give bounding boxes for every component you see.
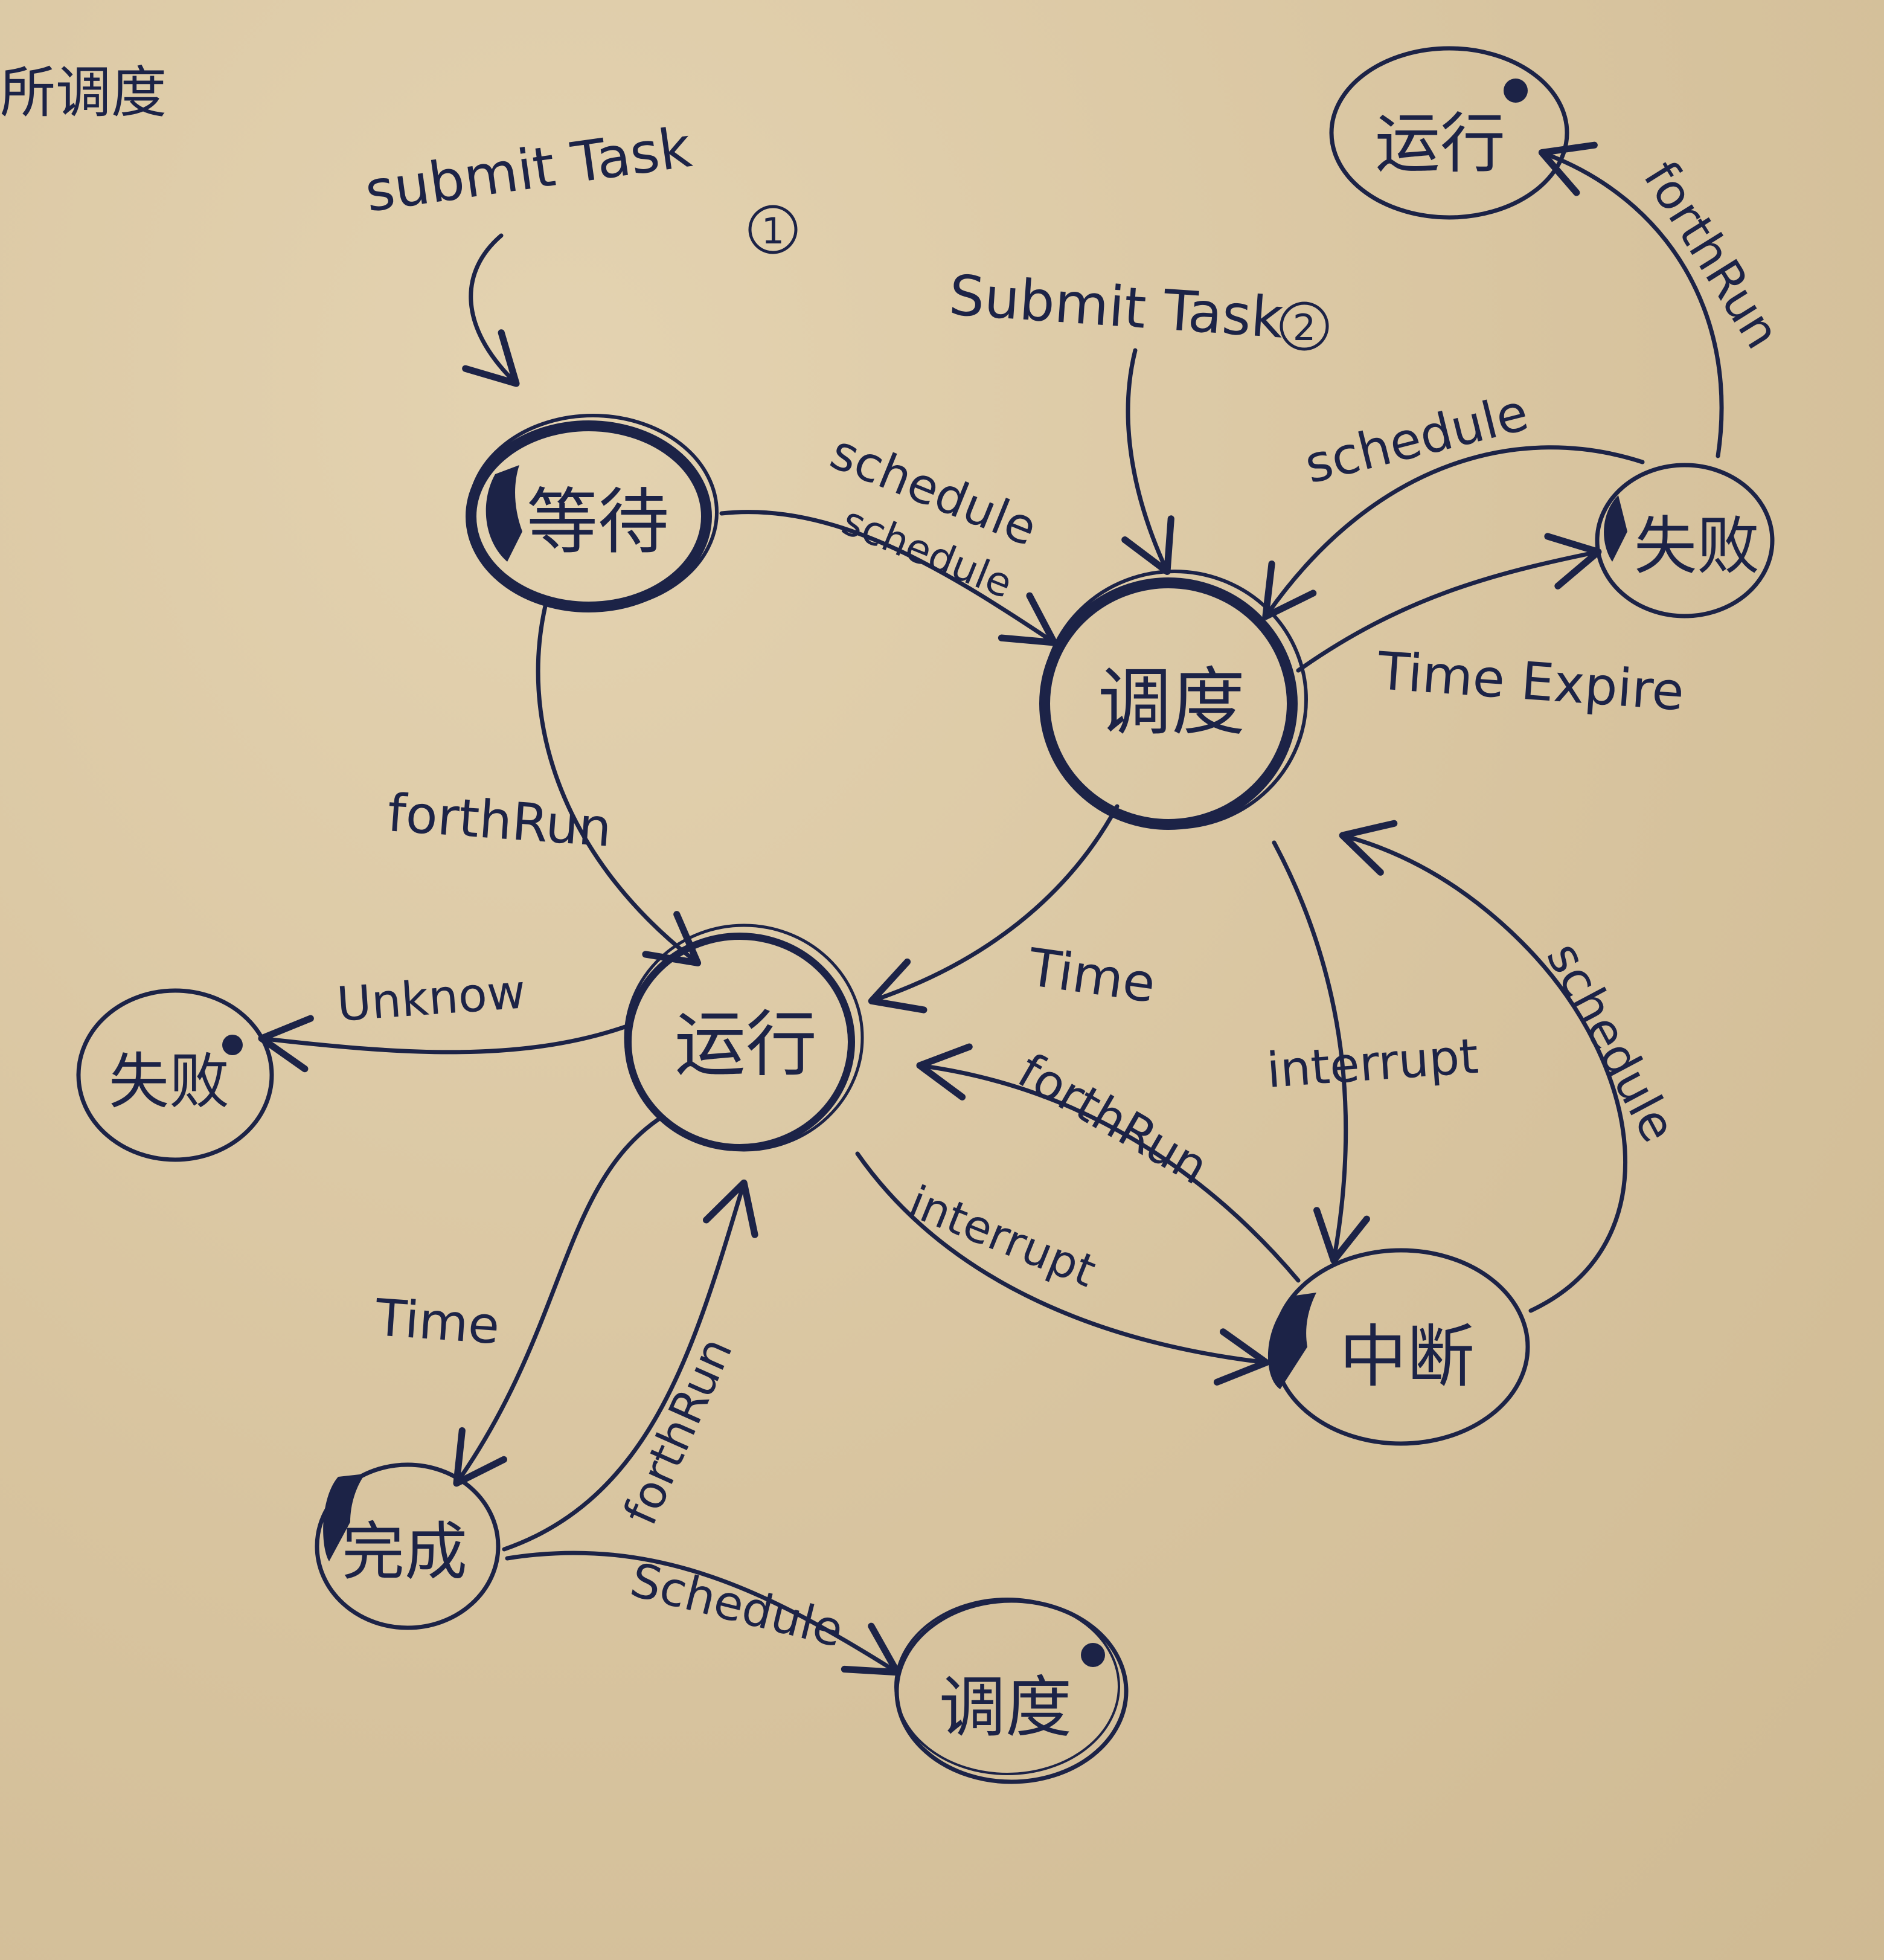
node-run-label: 运行: [674, 1003, 817, 1086]
node-run-top-terminal-dot: [1504, 79, 1528, 103]
edge-wait-run: [536, 599, 702, 966]
node-interrupt: 中断: [1267, 1248, 1530, 1446]
edge-complete-schedulebottom: [505, 1550, 901, 1676]
node-wait-fill-mark: [485, 465, 522, 562]
node-fail-top-label: 失败: [1634, 509, 1760, 583]
edge-submit2-schedule: [1121, 348, 1174, 575]
label-complete-run: forthRun: [613, 1329, 743, 1532]
node-complete-fill-mark: [323, 1474, 365, 1561]
node-run-top-label: 运行: [1375, 106, 1505, 182]
label-submit2: Submit Task: [947, 263, 1286, 350]
node-fail-left-terminal-dot: [222, 1035, 243, 1055]
label-submit1-number: 1: [761, 210, 784, 252]
edge-run-complete: [453, 1115, 664, 1487]
label-submit1-number-badge: 1: [748, 205, 798, 254]
edge-failtop-runtop: [1538, 141, 1724, 458]
label-submit2-number-badge: 2: [1280, 301, 1329, 351]
label-submit1: submit Task: [361, 115, 696, 225]
node-interrupt-fill-mark: [1267, 1293, 1316, 1389]
label-submit2-number: 2: [1293, 307, 1316, 349]
edge-complete-run: [502, 1179, 758, 1552]
corner-note: 所调度: [0, 60, 167, 125]
edge-schedule-interrupt: [1272, 840, 1370, 1264]
edge-schedule-run: [868, 804, 1120, 1014]
node-fail-left-label: 失败: [109, 1046, 229, 1117]
node-fail-top: 失败: [1595, 463, 1775, 619]
node-schedule-bottom-label: 调度: [939, 1669, 1072, 1746]
label-interrupt-run: forthRun: [1009, 1043, 1218, 1195]
edge-run-failleft: [258, 1015, 627, 1073]
node-schedule: 调度: [1039, 570, 1308, 830]
edge-wait-schedule: [719, 510, 1058, 646]
label-wait-run: forthRun: [386, 783, 614, 859]
edge-interrupt-run: [916, 1043, 1301, 1283]
label-schedule-run: Time: [1024, 937, 1159, 1015]
node-schedule-label: 调度: [1098, 660, 1245, 745]
node-schedule-bottom: 调度: [894, 1598, 1129, 1784]
edge-interrupt-schedule: [1339, 820, 1628, 1313]
node-interrupt-label: 中断: [1339, 1318, 1475, 1396]
edge-submit1-wait: [462, 233, 520, 387]
edge-run-interrupt: [855, 1151, 1270, 1386]
node-fail-left: 失败: [76, 988, 274, 1162]
node-complete: 完成: [315, 1462, 501, 1630]
label-interrupt-schedule: schedule: [1536, 933, 1687, 1151]
edge-schedule-failtop: [1296, 533, 1602, 673]
label-run-failleft: Unknow: [335, 965, 527, 1032]
node-run-top: 运行: [1329, 46, 1569, 220]
label-run-complete: Time: [373, 1288, 502, 1355]
node-schedule-bottom-terminal-dot: [1081, 1643, 1105, 1667]
node-wait-label: 等待: [527, 480, 669, 564]
node-wait: 等待: [466, 414, 719, 612]
label-schedule-interrupt: interrupt: [1265, 1028, 1480, 1099]
edge-failtop-schedule: [1262, 445, 1645, 620]
node-run: 运行: [624, 924, 864, 1152]
label-time-expire: Time Expire: [1376, 641, 1687, 722]
node-fail-top-fill-mark: [1604, 495, 1627, 562]
node-complete-label: 完成: [342, 1515, 467, 1589]
label-complete-schedulebottom: Schedule: [625, 1553, 848, 1658]
